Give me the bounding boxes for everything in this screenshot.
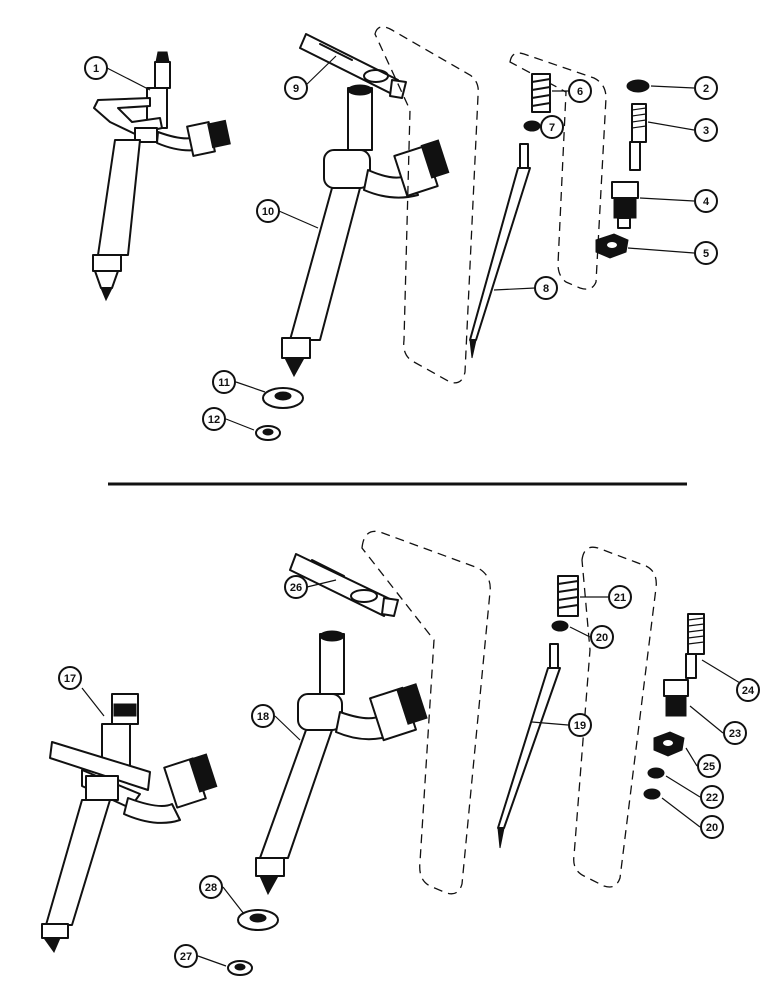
leader-lines: [81, 55, 746, 967]
lock-nut-upper: [595, 233, 629, 259]
spring-upper: [531, 73, 551, 113]
bracket-lower: [289, 553, 399, 617]
svg-text:19: 19: [574, 720, 586, 732]
svg-text:6: 6: [577, 86, 583, 98]
needle-rod-upper: [469, 143, 531, 359]
callout-27: 27: [174, 944, 198, 968]
injector-large-lower: [255, 630, 428, 896]
callout-20-upper: 20: [590, 625, 614, 649]
washer-small-upper: [255, 425, 281, 441]
bracket-upper: [299, 33, 407, 99]
svg-text:11: 11: [218, 377, 230, 389]
callout-4: 4: [694, 189, 718, 213]
upper-assembly: [92, 26, 650, 441]
washer-small-lower: [227, 960, 253, 976]
washer-large-lower: [237, 909, 279, 931]
svg-text:7: 7: [549, 122, 555, 134]
callout-12: 12: [202, 407, 226, 431]
nut-top-upper: [626, 79, 650, 93]
svg-text:27: 27: [180, 951, 192, 963]
callout-23: 23: [723, 721, 747, 745]
callout-1: 1: [84, 56, 108, 80]
svg-text:20: 20: [706, 822, 718, 834]
injector-small-upper: [92, 51, 231, 302]
dashed-group-outline-upper-left: [374, 26, 479, 384]
svg-text:4: 4: [703, 196, 710, 208]
callout-10: 10: [256, 199, 280, 223]
svg-text:23: 23: [729, 728, 741, 740]
svg-text:20: 20: [596, 632, 608, 644]
cap-screw-upper: [611, 181, 639, 229]
washer-tiny-lower: [643, 788, 661, 800]
dashed-group-outline-lower-right: [573, 546, 657, 888]
washer-large-upper: [262, 387, 304, 409]
svg-text:12: 12: [208, 414, 220, 426]
spring-washer-lower: [551, 620, 569, 632]
callout-2: 2: [694, 76, 718, 100]
svg-text:25: 25: [703, 761, 715, 773]
cap-screw-lower: [663, 679, 689, 717]
svg-text:1: 1: [93, 63, 99, 75]
callout-5: 5: [694, 241, 718, 265]
spring-lower: [557, 575, 579, 617]
injector-large-upper: [281, 84, 450, 378]
callout-24: 24: [736, 678, 760, 702]
svg-text:21: 21: [614, 592, 626, 604]
svg-text:3: 3: [703, 125, 709, 137]
dashed-group-outline-upper-right: [509, 52, 607, 290]
svg-text:10: 10: [262, 206, 274, 218]
callout-20-lower: 20: [700, 815, 724, 839]
callout-19: 19: [568, 713, 592, 737]
lock-nut-lower: [653, 731, 685, 757]
lower-assembly: [41, 530, 705, 976]
callout-28: 28: [199, 875, 223, 899]
callout-6: 6: [568, 79, 592, 103]
callout-18: 18: [251, 704, 275, 728]
spring-washer-upper: [523, 120, 541, 132]
svg-text:5: 5: [703, 248, 709, 260]
svg-text:28: 28: [205, 882, 217, 894]
callout-22: 22: [700, 785, 724, 809]
callout-9: 9: [284, 76, 308, 100]
callout-7: 7: [540, 115, 564, 139]
adjusting-screw-lower: [685, 613, 705, 679]
adjusting-screw-upper: [629, 103, 647, 171]
svg-text:26: 26: [290, 582, 302, 594]
svg-text:17: 17: [64, 673, 76, 685]
small-nut-lower: [647, 767, 665, 779]
svg-text:9: 9: [293, 83, 299, 95]
callout-8: 8: [534, 276, 558, 300]
dashed-group-outline-lower-left: [361, 530, 491, 895]
callout-25: 25: [697, 754, 721, 778]
needle-rod-lower: [497, 643, 561, 849]
callout-11: 11: [212, 370, 236, 394]
injector-flanged-lower: [41, 693, 218, 954]
callout-26: 26: [284, 575, 308, 599]
svg-text:24: 24: [742, 685, 755, 697]
svg-text:18: 18: [257, 711, 269, 723]
svg-text:8: 8: [543, 283, 549, 295]
svg-text:2: 2: [703, 83, 709, 95]
svg-text:22: 22: [706, 792, 718, 804]
callout-21: 21: [608, 585, 632, 609]
callout-3: 3: [694, 118, 718, 142]
callout-17: 17: [58, 666, 82, 690]
